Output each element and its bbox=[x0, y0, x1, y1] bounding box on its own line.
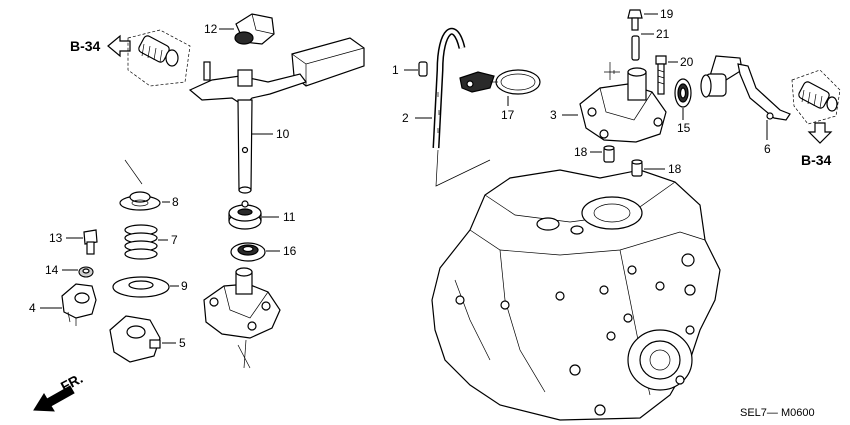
part-11-collar: 11 bbox=[228, 200, 296, 230]
callout-2: 2 bbox=[402, 111, 409, 125]
callout-4: 4 bbox=[29, 301, 36, 315]
part-15-seal: 15 bbox=[674, 78, 692, 135]
part-4-interlock: 4 bbox=[29, 283, 97, 326]
part-6-shift-lever: 6 bbox=[700, 55, 791, 156]
part-21-pin: 21 bbox=[631, 27, 670, 61]
callout-10: 10 bbox=[276, 127, 290, 141]
speed-sensor-left bbox=[138, 35, 179, 67]
callout-18a: 18 bbox=[574, 145, 588, 159]
callout-13: 13 bbox=[49, 231, 63, 245]
part-10-shift-arm: 10 bbox=[188, 37, 365, 194]
callout-20: 20 bbox=[680, 55, 694, 69]
part-3-shift-housing-upper: 3 bbox=[550, 62, 667, 143]
part-20-bolt: 20 bbox=[655, 55, 694, 95]
hollow-arrow-down-icon bbox=[807, 122, 833, 144]
shift-housing-lower bbox=[203, 267, 281, 369]
callout-14: 14 bbox=[45, 263, 59, 277]
callout-9: 9 bbox=[181, 279, 188, 293]
speed-sensor-right bbox=[798, 81, 838, 112]
ref-b34-right: B-34 bbox=[801, 152, 832, 168]
callout-12: 12 bbox=[204, 22, 218, 36]
ref-b34-left: B-34 bbox=[70, 38, 101, 54]
callout-7: 7 bbox=[171, 233, 178, 247]
part-19-bolt: 19 bbox=[627, 7, 674, 31]
part-14-washer: 14 bbox=[45, 263, 94, 278]
callout-17: 17 bbox=[501, 108, 515, 122]
part-8-spring-seat: 8 bbox=[119, 191, 179, 211]
diagram-code: SEL7— M0600 bbox=[740, 407, 815, 419]
callout-21: 21 bbox=[656, 27, 670, 41]
part-9-spring-seat: 9 bbox=[112, 276, 188, 298]
callout-18b: 18 bbox=[668, 162, 682, 176]
transmission-housing bbox=[431, 169, 721, 421]
callout-15: 15 bbox=[677, 121, 691, 135]
callout-1: 1 bbox=[392, 63, 399, 77]
part-12-boot: 12 bbox=[204, 13, 275, 45]
part-7-spring: 7 bbox=[124, 224, 178, 260]
callout-11: 11 bbox=[283, 210, 296, 224]
callout-6: 6 bbox=[764, 142, 771, 156]
ref-b34-left-group: B-34 bbox=[70, 29, 191, 87]
part-5-guide: 5 bbox=[109, 315, 186, 363]
part-1-plug: 1 bbox=[392, 61, 428, 77]
front-direction-indicator: FR. bbox=[33, 370, 85, 412]
callout-8: 8 bbox=[172, 195, 179, 209]
ref-b34-right-group: B-34 bbox=[791, 69, 841, 168]
callout-5: 5 bbox=[179, 336, 186, 350]
part-13-bolt: 13 bbox=[49, 229, 98, 255]
callout-16: 16 bbox=[283, 244, 297, 258]
callout-3: 3 bbox=[550, 108, 557, 122]
part-2-breather-tube: 2 bbox=[402, 27, 491, 187]
hollow-arrow-left-icon bbox=[107, 34, 131, 58]
part-18-dowel-b: 18 bbox=[631, 159, 682, 177]
bold-arrow-down-left-icon bbox=[33, 385, 75, 412]
part-16-seal: 16 bbox=[230, 242, 297, 262]
callout-19: 19 bbox=[660, 7, 674, 21]
part-17-clip: 17 bbox=[459, 69, 541, 122]
part-18-dowel-a: 18 bbox=[574, 145, 615, 163]
